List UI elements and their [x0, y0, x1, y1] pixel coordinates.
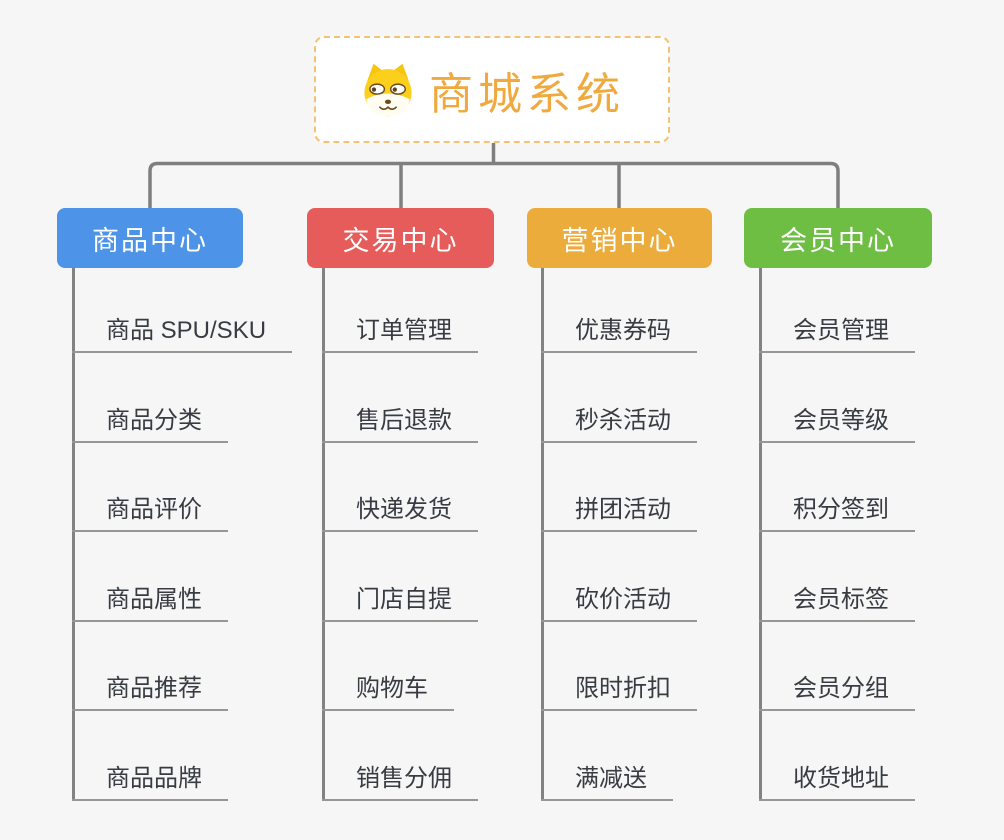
branch-trunk-line [541, 268, 544, 800]
branch-items-product-center: 商品 SPU/SKU 商品分类 商品评价 商品属性 商品推荐 商品品牌 [72, 268, 293, 801]
branch-trunk-line [759, 268, 762, 800]
branch-label: 营销中心 [561, 225, 678, 256]
leaf-node[interactable]: 商品 SPU/SKU [72, 268, 293, 353]
branch-trunk-line [322, 268, 325, 800]
leaf-node[interactable]: 商品品牌 [72, 711, 228, 801]
leaf-node[interactable]: 会员等级 [759, 353, 915, 443]
leaf-node[interactable]: 会员分组 [759, 622, 915, 711]
branch-label: 交易中心 [342, 225, 459, 256]
leaf-node[interactable]: 商品分类 [72, 353, 228, 443]
leaf-node[interactable]: 会员标签 [759, 532, 915, 622]
leaf-node[interactable]: 销售分佣 [322, 711, 478, 801]
branch-items-marketing-center: 优惠券码 秒杀活动 拼团活动 砍价活动 限时折扣 满减送 [541, 268, 697, 801]
leaf-node[interactable]: 限时折扣 [541, 622, 697, 711]
leaf-node[interactable]: 售后退款 [322, 353, 478, 443]
leaf-node[interactable]: 满减送 [541, 711, 673, 801]
branch-items-trade-center: 订单管理 售后退款 快递发货 门店自提 购物车 销售分佣 [322, 268, 478, 801]
branch-node-product-center[interactable]: 商品中心 [57, 208, 243, 268]
branch-node-trade-center[interactable]: 交易中心 [307, 208, 494, 268]
leaf-node[interactable]: 商品推荐 [72, 622, 228, 711]
branch-label: 商品中心 [92, 225, 208, 256]
leaf-node[interactable]: 收货地址 [759, 711, 915, 801]
branch-items-member-center: 会员管理 会员等级 积分签到 会员标签 会员分组 收货地址 [759, 268, 915, 801]
branch-trunk-line [72, 268, 75, 800]
leaf-node[interactable]: 会员管理 [759, 268, 915, 353]
leaf-node[interactable]: 商品属性 [72, 532, 228, 622]
leaf-node[interactable]: 订单管理 [322, 268, 478, 353]
leaf-node[interactable]: 积分签到 [759, 443, 915, 532]
leaf-node[interactable]: 优惠券码 [541, 268, 697, 353]
leaf-node[interactable]: 购物车 [322, 622, 454, 711]
dog-face-icon [364, 63, 412, 116]
leaf-node[interactable]: 秒杀活动 [541, 353, 697, 443]
branch-node-marketing-center[interactable]: 营销中心 [527, 208, 712, 268]
leaf-node[interactable]: 快递发货 [322, 443, 478, 532]
leaf-node[interactable]: 门店自提 [322, 532, 478, 622]
leaf-node[interactable]: 砍价活动 [541, 532, 697, 622]
branch-label: 会员中心 [780, 225, 896, 256]
leaf-node[interactable]: 拼团活动 [541, 443, 697, 532]
leaf-node[interactable]: 商品评价 [72, 443, 228, 532]
root-node-title: 商城系统 [429, 69, 625, 119]
root-node-mall-system[interactable]: 商城系统 [314, 36, 670, 143]
branch-node-member-center[interactable]: 会员中心 [744, 208, 932, 268]
